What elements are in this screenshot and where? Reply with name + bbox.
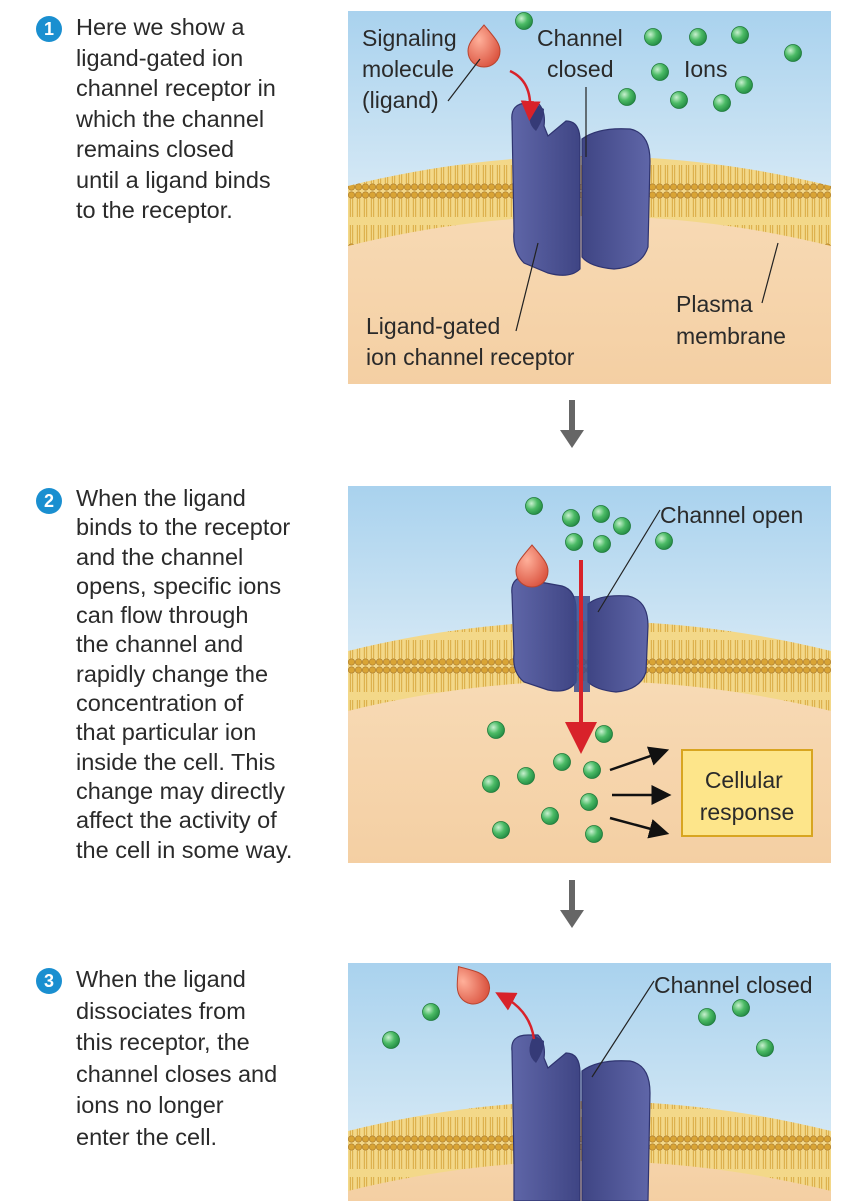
label-line: ion channel receptor [366,344,575,370]
step-3-number-badge: 3 [36,968,62,994]
binding-arrow [509,69,541,121]
label-line: Plasma [676,291,753,317]
step-1-line: Here we show a [76,14,245,40]
step-1-line: remains closed [76,136,235,162]
step-2-line: binds to the receptor [76,514,291,541]
leader-line [761,242,779,304]
ion-channel-receptor [511,102,651,276]
step-3-line: this receptor, the [76,1029,250,1055]
leader-line [597,509,661,613]
label-line: membrane [676,323,786,349]
step-2-line: inside the cell. This [76,748,276,775]
step-2-line: the channel and [76,631,244,658]
panel-1-closed-channel: Signaling molecule (ligand) Channel clos… [348,11,831,384]
ligand-gated-receptor-label: Ligand-gated ion channel receptor [366,313,575,370]
label-line: molecule [362,56,454,82]
leader-line [515,242,539,332]
step-2-line: and the channel [76,543,244,570]
label-line: Cellular [705,767,783,793]
step-2-line: opens, specific ions [76,572,282,599]
step-2-line: can flow through [76,602,249,629]
channel-closed-label: Channel closed [654,972,813,998]
ions-label: Ions [684,56,727,82]
step-3-line: ions no longer [76,1092,224,1118]
step-3-line: channel closes and [76,1060,278,1087]
panel-2-open-channel: Cellular response Channel open [348,486,831,863]
label-line: response [700,799,795,825]
step-3-line: enter the cell. [76,1123,218,1150]
channel-open-label: Channel open [660,502,803,528]
step-3-description: When the ligand dissociates from this re… [76,964,326,1153]
step-2-line: rapidly change the [76,660,269,687]
leader-line [447,58,481,102]
step-2-line: the cell in some way. [76,836,293,863]
step-2-line: change may directly [76,777,285,804]
step-2-line: concentration of [76,690,244,717]
cellular-response-label: Cellular response [700,767,795,825]
step-1-number-badge: 1 [36,16,62,42]
step-2-line: affect the activity of [76,807,277,834]
label-line: Signaling [362,25,457,51]
ion-channel-receptor [511,1034,651,1201]
step-2-number-badge: 2 [36,488,62,514]
step-3-line: dissociates from [76,997,246,1024]
step-2-description: When the ligand binds to the receptor an… [76,484,326,865]
panel-3-channel-closed-again: Channel closed [348,963,831,1201]
response-arrow [609,816,670,839]
step-2-line: that particular ion [76,719,257,746]
label-line: closed [547,56,613,82]
plasma-membrane-label: Plasma membrane [676,291,786,349]
response-arrow [609,746,670,772]
down-arrow-icon [560,400,584,448]
dissociation-arrow [495,992,536,1040]
step-1-line: ligand-gated ion [76,44,244,71]
step-3-line: When the ligand [76,966,246,992]
label-line: (ligand) [362,87,439,113]
step-1-description: Here we show a ligand-gated ion channel … [76,12,326,226]
step-2-line: When the ligand [76,485,246,511]
label-line: Channel [537,25,623,51]
step-1-line: to the receptor. [76,197,233,223]
label-line: Ligand-gated [366,313,500,339]
cellular-response-box [681,749,813,837]
step-1-line: which the channel [76,105,265,132]
channel-closed-label: Channel closed [537,25,629,82]
down-arrow-icon [560,880,584,928]
step-1-line: channel receptor in [76,75,276,101]
step-1-line: until a ligand binds [76,166,271,193]
leader-line [591,980,655,1078]
signaling-molecule-label: Signaling molecule (ligand) [362,25,463,113]
